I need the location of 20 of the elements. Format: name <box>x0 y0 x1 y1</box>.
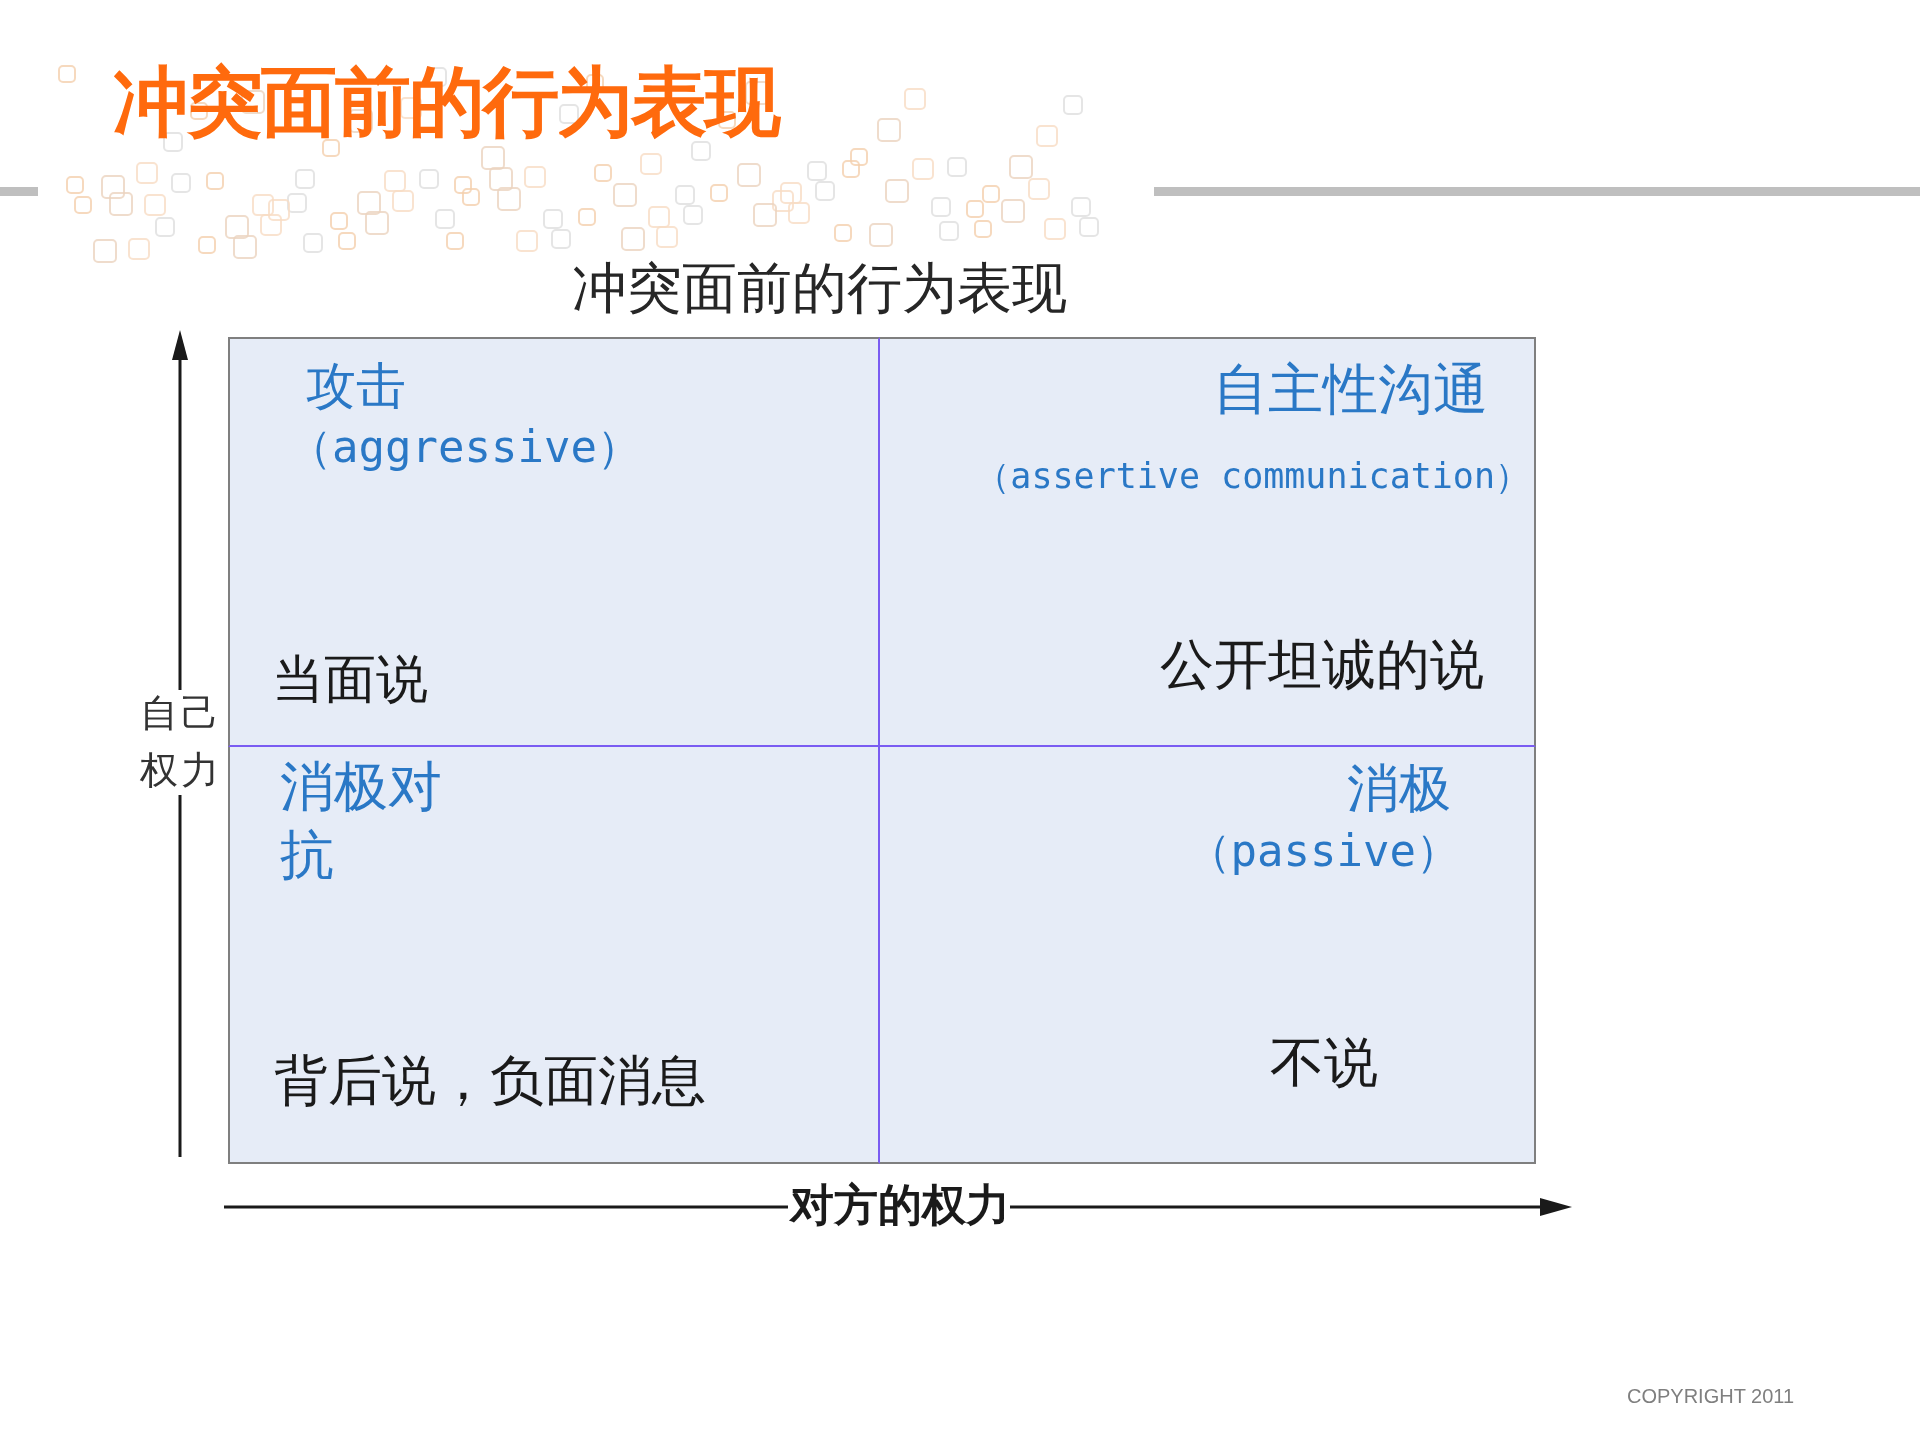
quadrant-heading: 消极对抗 <box>280 754 443 888</box>
english-term: （aggressive） <box>288 421 641 474</box>
chart-title: 冲突面前的行为表现 <box>572 255 1067 321</box>
axis-label: 自己权力 <box>140 690 223 794</box>
quadrant-heading: 自主性沟通 <box>1213 356 1488 422</box>
english-term: （passive） <box>1186 825 1460 878</box>
behavior-text: 当面说 <box>272 648 428 711</box>
quadrant-panel <box>880 337 1536 747</box>
quadrant-panel <box>880 747 1536 1164</box>
english-term: （assertive communication） <box>975 455 1530 497</box>
quadrant-heading: 消极 <box>1347 757 1451 820</box>
copyright-text: COPYRIGHT 2011 <box>1627 1384 1795 1408</box>
behavior-text: 背后说，负面消息 <box>274 1049 706 1114</box>
slide-title: 冲突面前的行为表现 <box>113 56 779 148</box>
quadrant-panel <box>228 337 880 747</box>
behavior-text: 不说 <box>1270 1031 1378 1096</box>
quadrant-heading: 攻击 <box>306 356 406 416</box>
behavior-text: 公开坦诚的说 <box>1160 633 1484 698</box>
quadrant-panel <box>228 747 880 1164</box>
axis-label: 对方的权力 <box>790 1179 1010 1232</box>
